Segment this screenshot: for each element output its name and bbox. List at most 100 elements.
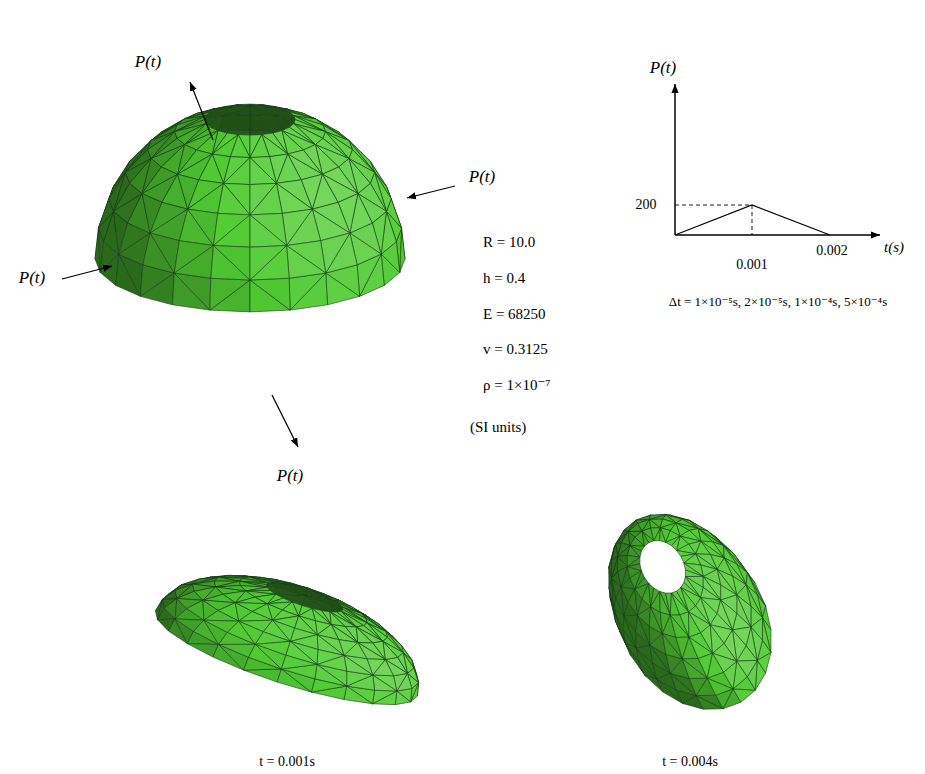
units-note: (SI units) (470, 419, 526, 436)
parameter-label: R = 10.0 (483, 234, 535, 251)
shell-mesh-deformed (155, 575, 418, 704)
mesh-element (284, 584, 307, 591)
mesh-element (395, 691, 410, 705)
mesh-element (185, 112, 211, 119)
mesh-element (250, 135, 270, 158)
mesh-element (204, 610, 239, 621)
load-arrows (62, 82, 455, 447)
mesh-element (290, 273, 327, 310)
mesh-element (255, 644, 286, 669)
mesh-element (630, 545, 641, 557)
shell-mesh-deformed (609, 515, 771, 709)
mesh-element (356, 627, 383, 643)
mesh-element (624, 615, 638, 632)
mesh-element (188, 183, 224, 213)
mesh-element (649, 519, 660, 528)
mesh-element (642, 531, 649, 546)
mesh-element (210, 278, 250, 310)
tick-label: 0.002 (816, 243, 848, 259)
mesh-element (212, 105, 238, 110)
mesh-element (218, 183, 250, 215)
mesh-element (162, 590, 176, 599)
mesh-element (173, 273, 210, 310)
mesh-element (239, 611, 273, 621)
mesh-element (326, 273, 360, 305)
mesh-element (289, 112, 315, 119)
mesh-element (238, 104, 250, 106)
load-arrow (190, 82, 213, 140)
mesh-element (317, 649, 344, 664)
x-axis (675, 234, 880, 236)
mesh-element (250, 246, 287, 280)
mesh-element (373, 690, 397, 704)
load-label: P(t) (135, 52, 161, 72)
snapshot-caption: t = 0.004s (662, 754, 718, 770)
mesh-element (281, 655, 317, 669)
mesh-element (308, 588, 329, 598)
mesh-element (212, 105, 238, 110)
tick-label: 200 (636, 197, 657, 213)
mesh-element (174, 273, 211, 310)
load-label: P(t) (469, 167, 495, 187)
axis-label: P(t) (650, 58, 676, 78)
mesh-element (684, 563, 703, 576)
mesh-element (174, 246, 213, 279)
mesh-element (618, 555, 628, 566)
load-label: P(t) (277, 466, 303, 486)
mesh-element (698, 529, 712, 542)
mesh-element (214, 577, 239, 581)
load-arrow (272, 395, 298, 447)
parameter-label: v = 0.3125 (483, 341, 548, 358)
mesh-element (244, 669, 282, 682)
mesh-element (275, 580, 297, 586)
mesh-element (373, 675, 397, 691)
mesh-element (262, 105, 288, 110)
time-step-note: Δt = 1×10⁻⁵s, 2×10⁻⁵s, 1×10⁻⁴s, 5×10⁻⁴s (669, 295, 887, 310)
load-label: P(t) (19, 268, 45, 288)
mesh-element (250, 215, 287, 247)
mesh-element (344, 655, 373, 675)
mesh-element (373, 691, 397, 705)
parameter-label: h = 0.4 (483, 270, 525, 287)
mesh-element (630, 537, 644, 546)
mesh-element (307, 588, 317, 592)
parameter-label: ρ = 1×10⁻⁷ (483, 377, 551, 394)
mesh-element (373, 675, 397, 691)
mesh-element (213, 215, 250, 247)
mesh-element (282, 209, 312, 245)
mesh-element (211, 246, 250, 280)
mesh-element (654, 528, 660, 541)
mesh-element (230, 135, 250, 158)
mesh-element (660, 528, 666, 543)
mesh-element (317, 592, 339, 600)
load-curve (675, 205, 830, 235)
mesh-element (250, 183, 282, 215)
mesh-element (638, 607, 651, 626)
mesh-element (317, 592, 339, 600)
mesh-element (315, 664, 347, 686)
y-axis (674, 84, 676, 235)
mesh-element (628, 524, 642, 532)
load-graph (675, 84, 880, 235)
shell-mesh (95, 104, 405, 312)
mesh-element (733, 689, 755, 702)
mesh-element (224, 158, 250, 185)
mesh-element (287, 246, 326, 279)
mesh-element (609, 560, 612, 578)
mesh-element (250, 158, 276, 185)
mesh-element (707, 653, 723, 678)
mesh-element (289, 273, 326, 310)
mesh-element (213, 246, 250, 280)
mesh-element (250, 246, 289, 280)
mesh-element (212, 106, 227, 109)
mesh-element (275, 580, 297, 586)
mesh-element (326, 596, 339, 600)
parameter-label: E = 68250 (483, 306, 546, 323)
mesh-element (356, 627, 372, 643)
axis-label: t(s) (884, 239, 904, 256)
mesh-element (297, 586, 307, 589)
mesh-element (188, 209, 218, 245)
mesh-element (140, 273, 174, 305)
mesh-element (250, 278, 290, 310)
